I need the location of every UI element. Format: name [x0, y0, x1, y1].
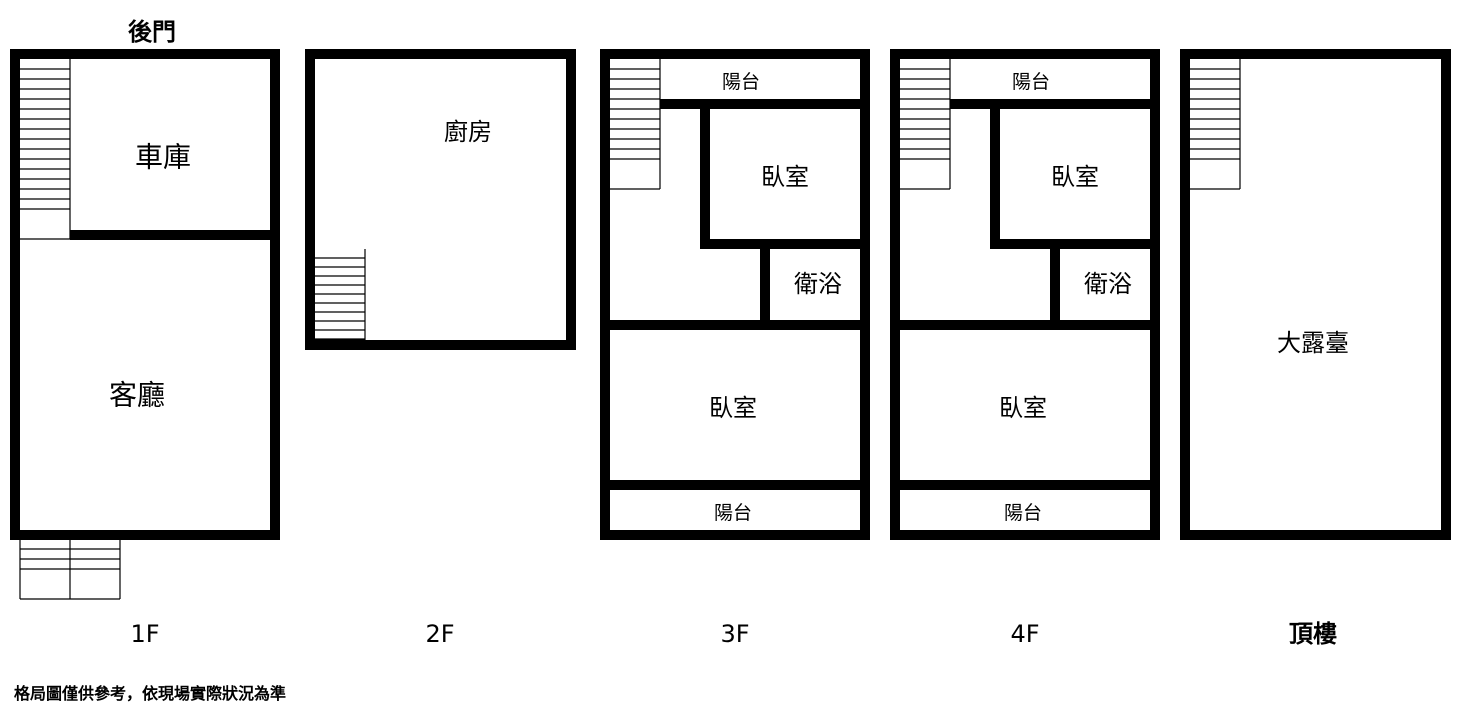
room-garage-label: 車庫: [135, 141, 191, 174]
back-door-label: 後門: [128, 18, 176, 46]
outer-wall-1f: [10, 530, 280, 540]
outer-wall-4f: [890, 49, 1160, 59]
outer-wall-1f: [270, 49, 280, 540]
outer-wall-rooftop: [1180, 530, 1451, 540]
interior-wall-1f: [70, 230, 270, 240]
interior-wall-3f: [610, 480, 860, 490]
room-living-room-label: 客廳: [109, 379, 165, 412]
room-terrace-label: 大露臺: [1277, 329, 1349, 357]
outer-wall-2f: [305, 49, 315, 350]
interior-wall-4f: [990, 99, 1000, 249]
room-4f-balcony-back-label: 陽台: [1012, 71, 1050, 93]
floor-label-rooftop: 頂樓: [1289, 620, 1337, 648]
outer-wall-3f: [600, 49, 610, 540]
room-3f-balcony-back-label: 陽台: [722, 71, 760, 93]
floor-label-2f: 2F: [425, 620, 454, 648]
outer-wall-2f: [305, 340, 576, 350]
outer-wall-1f: [10, 49, 20, 540]
room-kitchen-label: 廚房: [444, 118, 492, 146]
outer-wall-4f: [1150, 49, 1160, 540]
outer-wall-1f: [10, 49, 280, 59]
outer-wall-rooftop: [1180, 49, 1190, 540]
interior-wall-3f: [660, 99, 860, 109]
floor-label-1f: 1F: [130, 620, 159, 648]
outer-wall-2f: [305, 49, 576, 59]
room-3f-bedroom-small-label: 臥室: [761, 163, 809, 191]
interior-wall-3f: [700, 239, 860, 249]
floor-label-3f: 3F: [720, 620, 749, 648]
outer-wall-rooftop: [1441, 49, 1451, 540]
interior-wall-4f: [990, 239, 1150, 249]
outer-wall-3f: [600, 49, 870, 59]
outer-wall-4f: [890, 530, 1160, 540]
outer-wall-rooftop: [1180, 49, 1451, 59]
room-4f-bathroom-label: 衛浴: [1084, 270, 1132, 298]
room-4f-bedroom-small-label: 臥室: [1051, 163, 1099, 191]
stairs: [19, 59, 1241, 600]
interior-wall-4f: [900, 480, 1150, 490]
room-3f-bathroom-label: 衛浴: [794, 270, 842, 298]
room-4f-balcony-front-label: 陽台: [1004, 502, 1042, 524]
outer-wall-2f: [566, 49, 576, 350]
room-4f-bedroom-large-label: 臥室: [999, 394, 1047, 422]
disclaimer-note: 格局圖僅供參考，依現場實際狀況為準: [14, 684, 287, 703]
interior-wall-4f: [900, 320, 1150, 330]
outer-wall-3f: [600, 530, 870, 540]
interior-wall-3f: [700, 99, 710, 249]
interior-wall-3f: [610, 320, 860, 330]
room-3f-bedroom-large-label: 臥室: [709, 394, 757, 422]
interior-wall-3f: [760, 239, 770, 325]
room-3f-balcony-front-label: 陽台: [714, 502, 752, 524]
interior-wall-4f: [950, 99, 1150, 109]
floor-label-4f: 4F: [1010, 620, 1039, 648]
outer-wall-4f: [890, 49, 900, 540]
interior-wall-4f: [1050, 239, 1060, 325]
walls: [10, 49, 1451, 540]
outer-wall-3f: [860, 49, 870, 540]
